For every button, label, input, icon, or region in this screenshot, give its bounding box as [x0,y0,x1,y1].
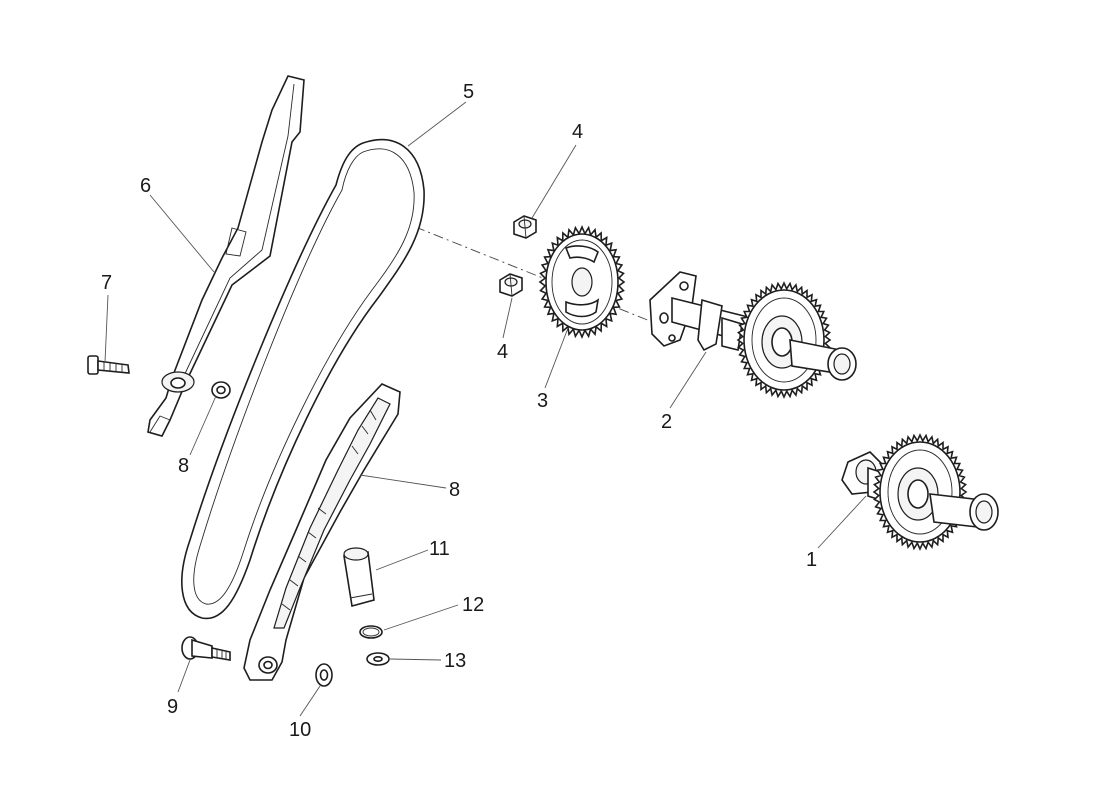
callout-6: 6 [140,175,151,197]
callout-9: 8 [449,479,460,501]
bolt-part [87,355,130,375]
sprocket-part [538,224,626,340]
shoulder-bolt-part [181,636,231,661]
leader-lines [104,101,867,717]
flange-nut-upper [513,215,537,239]
sealing-washer-part [366,652,390,666]
callout-8: 8 [178,455,189,477]
callout-4-upper: 4 [572,121,583,143]
callout-3: 3 [537,390,548,412]
callout-labels: 5 6 7 8 4 4 3 2 8 11 12 13 9 10 1 [101,81,817,741]
plunger-part [343,547,375,608]
tensioner-slider-part [243,383,401,681]
callout-1: 1 [806,549,817,571]
timing-chain-part [181,138,425,620]
callout-2: 2 [661,411,672,433]
callout-10: 9 [167,696,178,718]
intake-camshaft-part [649,271,857,399]
callout-5: 5 [463,81,474,103]
flange-nut-lower [499,273,523,297]
callout-12: 11 [429,538,450,560]
o-ring-part [359,625,383,639]
callout-14: 13 [444,650,466,672]
chain-guide-part [147,75,305,437]
callout-13: 12 [462,594,484,616]
callout-11: 10 [289,719,311,741]
exhaust-camshaft-part [841,433,999,551]
callout-4-lower: 4 [497,341,508,363]
callout-7: 7 [101,272,112,294]
spacer-part [211,381,231,399]
washer-part [315,663,333,687]
